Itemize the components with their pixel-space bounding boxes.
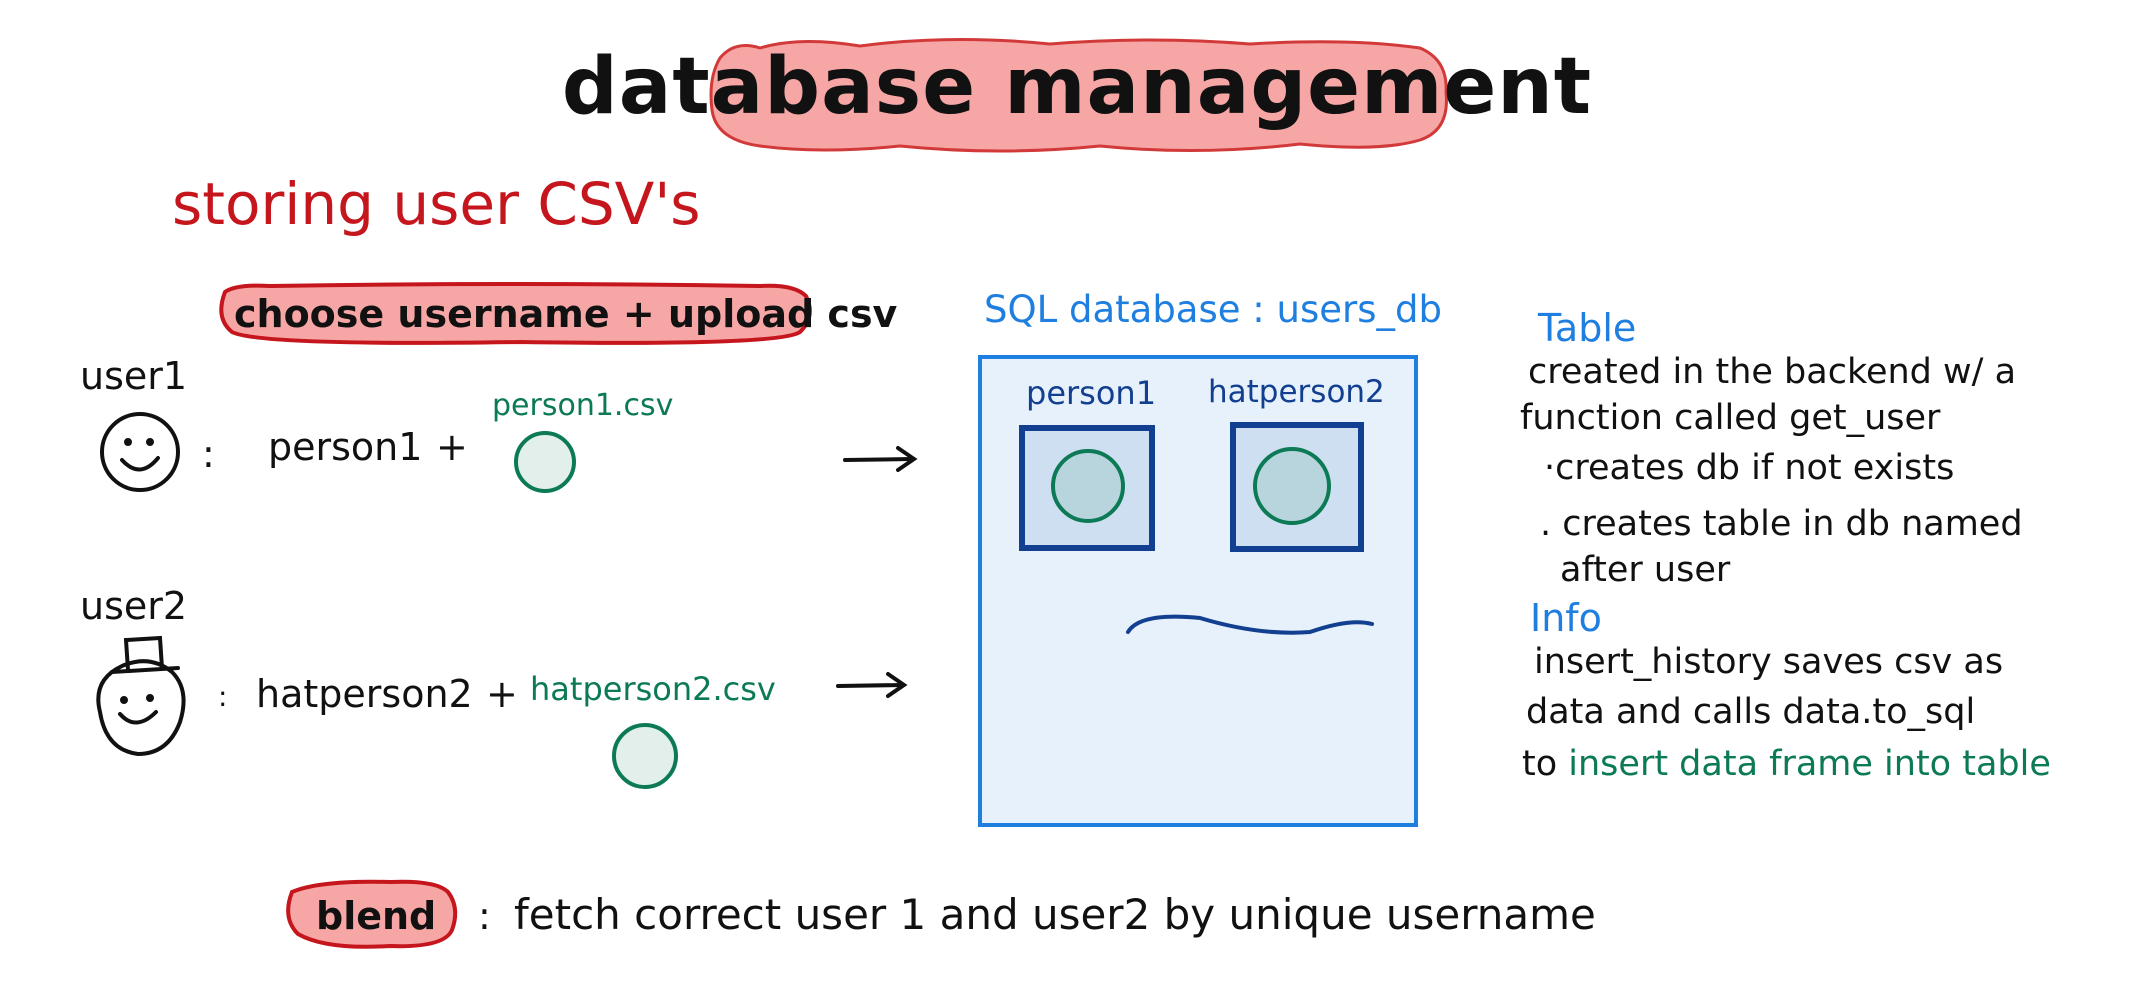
blend-pill-highlight <box>286 879 458 949</box>
table-bullet-2-line-1: . creates table in db named <box>1540 504 2023 544</box>
database-label: SQL database : users_db <box>984 288 1442 331</box>
info-heading: Info <box>1530 596 1602 640</box>
user2-hat-smiley-icon <box>96 635 186 757</box>
blend-label: blend <box>316 894 437 938</box>
user1-smiley-icon <box>100 412 180 492</box>
choose-pill-highlight <box>219 282 812 345</box>
user2-username: hatperson2 <box>256 672 473 716</box>
user1-csv-filename: person1.csv <box>492 388 674 423</box>
table-heading: Table <box>1538 306 1637 350</box>
user2-plus: + <box>486 672 518 716</box>
blend-description: fetch correct user 1 and user2 by unique… <box>514 890 1596 939</box>
blend-colon: : <box>478 894 491 938</box>
info-line-3: to insert data frame into table <box>1522 744 2051 784</box>
hatperson2-table-csv-icon <box>1253 447 1331 525</box>
arrow-user2-to-db <box>836 672 908 698</box>
choose-username-label: choose username + upload csv <box>234 292 898 336</box>
hatperson2-csv-file-icon <box>612 723 678 789</box>
section-heading: storing user CSV's <box>172 170 701 238</box>
info-line-3-highlight: insert data frame into table <box>1568 744 2051 784</box>
user2-csv-filename: hatperson2.csv <box>530 670 776 708</box>
user2-label: user2 <box>80 584 188 628</box>
info-line-2: data and calls data.to_sql <box>1526 692 1976 732</box>
info-line-3-prefix: to <box>1522 744 1569 784</box>
hatperson2-table-label: hatperson2 <box>1208 374 1385 410</box>
title-highlight <box>709 37 1448 153</box>
user2-colon: : <box>218 680 228 713</box>
person1-table-csv-icon <box>1051 449 1125 523</box>
user1-username: person1 <box>268 425 423 469</box>
database-wavy-line <box>1126 614 1374 635</box>
table-line-1: created in the backend w/ a <box>1528 352 2017 392</box>
arrow-user1-to-db <box>843 446 918 472</box>
page-title: database management <box>561 42 1593 132</box>
user1-plus: + <box>436 425 468 469</box>
user1-colon: : <box>202 432 215 476</box>
person1-table-label: person1 <box>1026 374 1157 412</box>
table-bullet-2-line-2: after user <box>1560 550 1731 590</box>
table-bullet-1: ·creates db if not exists <box>1544 448 1955 488</box>
info-line-1: insert_history saves csv as <box>1534 642 2004 682</box>
person1-csv-file-icon <box>514 431 576 493</box>
table-line-2: function called get_user <box>1520 398 1941 438</box>
user1-label: user1 <box>80 354 188 398</box>
